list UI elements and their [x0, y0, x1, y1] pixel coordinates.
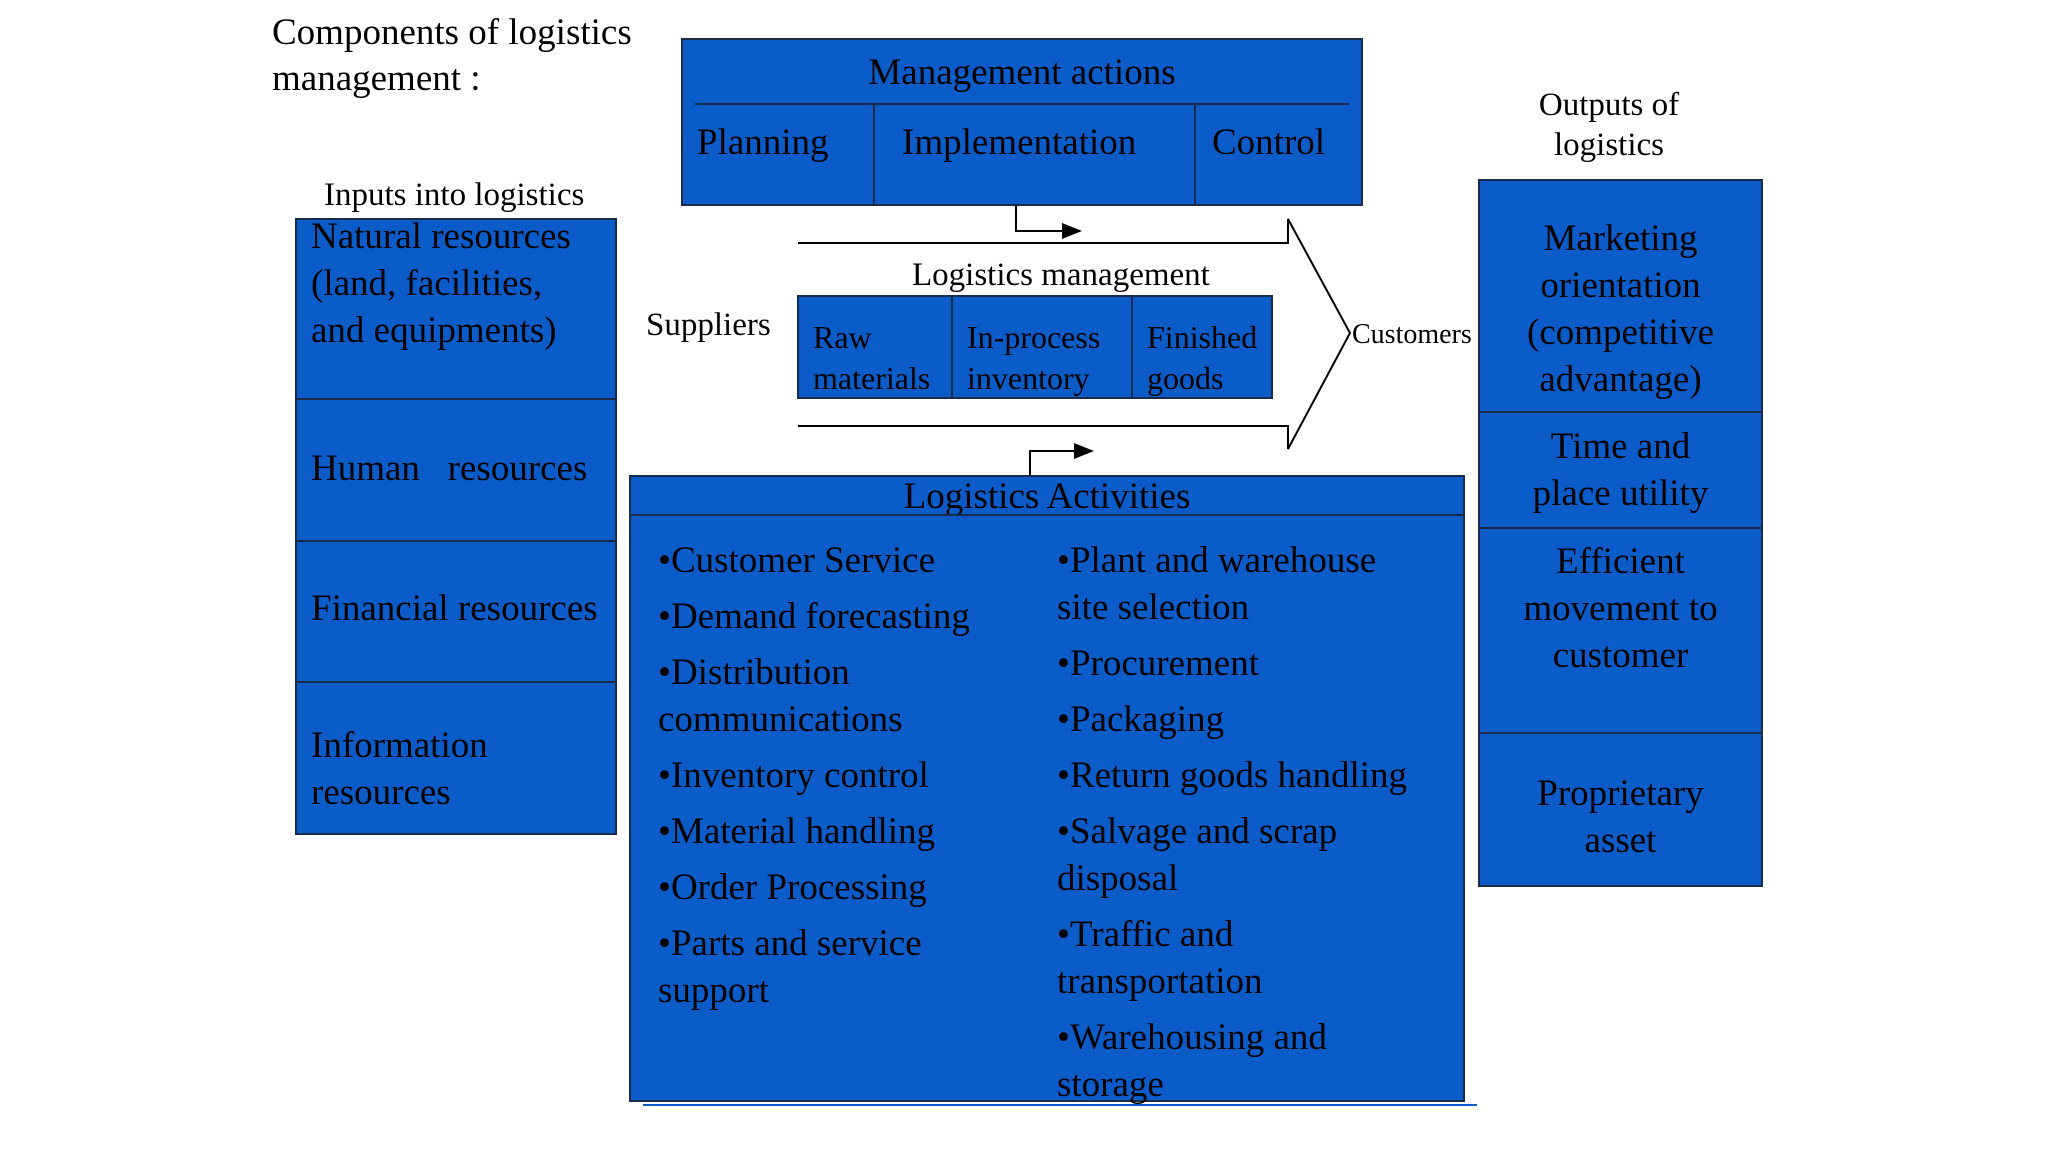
- output-time-place-utility: Time and place utility: [1480, 413, 1761, 529]
- activities-to-flow-connector: [1029, 443, 1094, 476]
- activity-right-item-0: •Plant and warehouse site selection: [1057, 540, 1377, 628]
- output-efficient-movement: Efficient movement to customer: [1480, 529, 1761, 734]
- management-actions-title: Management actions: [868, 52, 1176, 93]
- suppliers-label: Suppliers: [646, 307, 771, 343]
- action-implementation-label: Implementation: [902, 122, 1137, 163]
- activity-right-item-4: •Salvage and scrap disposal: [1057, 810, 1338, 899]
- page-title: Components of logistics management :: [272, 12, 632, 100]
- activity-right-item-5: •Traffic and transportation: [1057, 913, 1263, 1002]
- logistics-stages-box: Raw materials In-process inventory Finis…: [797, 295, 1273, 399]
- outputs-heading: Outputs of logistics: [1538, 87, 1680, 163]
- activity-left-item-0: •Customer Service: [658, 540, 936, 581]
- outputs-box: Marketing orientation (competitive advan…: [1478, 179, 1763, 887]
- input-natural-resources-label: Natural resources (land, facilities, and…: [311, 216, 571, 351]
- activity-right-item-6: •Warehousing and storage: [1057, 1016, 1327, 1105]
- activities-left-column: •Customer Service •Demand forecasting •Dis…: [658, 538, 1038, 1024]
- inputs-heading: Inputs into logistics: [324, 177, 585, 213]
- action-control: Control: [1196, 105, 1361, 204]
- logistics-activities-title: Logistics Activities: [903, 476, 1191, 517]
- output-efficient-movement-label: Efficient movement to customer: [1523, 541, 1718, 676]
- input-information-resources: Information resources: [297, 683, 615, 833]
- input-natural-resources: Natural resources (land, facilities, and…: [297, 216, 615, 400]
- output-marketing-orientation-label: Marketing orientation (competitive advan…: [1527, 218, 1714, 400]
- action-planning: Planning: [683, 105, 875, 204]
- logistics-activities-box: Logistics Activities •Customer Service •D…: [629, 475, 1465, 1105]
- management-actions-divider: [695, 103, 1349, 105]
- activity-left-item-4: •Material handling: [658, 810, 936, 852]
- input-financial-resources-label: Financial resources: [311, 588, 598, 629]
- activity-left-item-2: •Distribution communications: [658, 651, 903, 740]
- stage-finished-goods-label: Finished goods: [1147, 319, 1258, 396]
- activity-right-item-2: •Packaging: [1057, 698, 1225, 740]
- input-financial-resources: Financial resources: [297, 542, 615, 683]
- activity-left-item-1: •Demand forecasting: [658, 595, 970, 637]
- management-actions-box: Management actions Planning Implementati…: [681, 38, 1363, 206]
- activity-right-item-1: •Procurement: [1057, 642, 1260, 684]
- logistics-activities-divider: [631, 514, 1463, 516]
- activity-left-item-3: •Inventory control: [658, 754, 929, 796]
- output-proprietary-asset-label: Proprietary asset: [1537, 773, 1704, 861]
- input-human-resources: Human resources: [297, 400, 615, 542]
- stage-raw-materials-label: Raw materials: [813, 319, 931, 396]
- activity-right-item-3: •Return goods handling: [1057, 754, 1408, 796]
- activity-left-item-6: •Parts and service support: [658, 922, 922, 1011]
- activity-left-item-5: •Order Processing: [658, 866, 927, 908]
- stage-in-process-inventory-label: In-process inventory: [967, 319, 1101, 396]
- input-information-resources-label: Information resources: [311, 725, 488, 813]
- stage-raw-materials: Raw materials: [799, 297, 953, 397]
- action-control-label: Control: [1212, 122, 1326, 163]
- stage-finished-goods: Finished goods: [1133, 297, 1271, 397]
- action-planning-label: Planning: [697, 122, 829, 163]
- action-implementation: Implementation: [875, 105, 1196, 204]
- input-human-resources-label: Human resources: [311, 448, 588, 489]
- stage-in-process-inventory: In-process inventory: [953, 297, 1133, 397]
- customers-label: Customers: [1352, 319, 1472, 350]
- logistics-management-title: Logistics management: [912, 257, 1210, 293]
- activities-right-column: •Plant and warehouse site selection •Proc…: [1057, 538, 1457, 1118]
- output-time-place-utility-label: Time and place utility: [1532, 426, 1709, 514]
- management-to-flow-connector: [1015, 206, 1082, 239]
- inputs-box: Natural resources (land, facilities, and…: [295, 216, 617, 835]
- output-marketing-orientation: Marketing orientation (competitive advan…: [1480, 181, 1761, 413]
- output-proprietary-asset: Proprietary asset: [1480, 734, 1761, 885]
